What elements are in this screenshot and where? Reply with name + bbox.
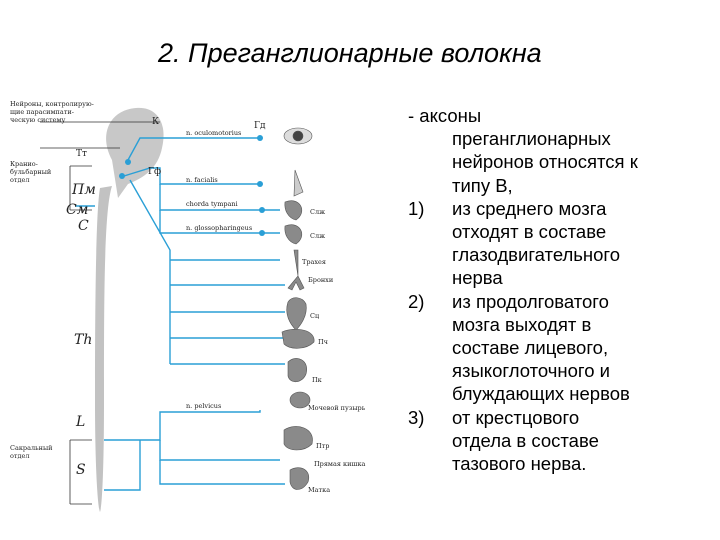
list-item-3: 3) от крестцового [408, 406, 708, 429]
description-text: - аксоны преганглионарных нейронов относ… [408, 104, 708, 475]
pk-label: Пк [312, 376, 322, 384]
bladder-label: Мочевой пузырь [308, 404, 366, 412]
Sm-label: См [66, 202, 88, 218]
neurons-label-1: Нейроны, контролирую- [10, 100, 94, 108]
item-line: тазового нерва. [452, 453, 587, 475]
item-line: от крестцового [452, 406, 580, 428]
sacral-label-2: отдел [10, 452, 30, 460]
nose-organ [293, 169, 304, 197]
chorda-tympani-label: chorda tympani [186, 200, 238, 208]
bronchi-label: Бронхи [308, 276, 333, 284]
item-line: языкоглоточного и [452, 360, 611, 382]
bladder-organ [289, 391, 311, 409]
uterus-organ [289, 467, 310, 490]
uterus-label: Матка [308, 486, 330, 494]
sacral-label-1: Сакральный [10, 444, 52, 452]
Tt-label: Тт [76, 149, 87, 159]
glossopharingeus-label: n. glossopharingeus [186, 224, 252, 232]
trachea-label: Трахея [302, 258, 326, 266]
salivary-gland-2 [284, 224, 303, 245]
item-line: из продолговатого [452, 290, 609, 312]
Gd-label: Гд [254, 121, 266, 131]
list-item-1: 1) из среднего мозга [408, 197, 708, 220]
parasympathetic-diagram: Нейроны, контролирую- щие парасимпати- ч… [0, 100, 400, 520]
item-number: 3) [408, 406, 425, 428]
intestine-organ [283, 426, 313, 451]
pch-label: Пч [318, 338, 328, 346]
Gf-label: Гф [148, 167, 161, 177]
cranio-label-3: отдел [10, 176, 30, 184]
C-label: С [78, 218, 89, 234]
intro-line-4: типу В, [452, 174, 513, 196]
ptr-label: Птр [316, 442, 329, 450]
facialis-label: n. facialis [186, 176, 218, 184]
Pm-label: Пм [71, 182, 96, 198]
cranio-label-2: бульбарный [10, 168, 51, 176]
cranio-label-1: Кранио- [10, 160, 38, 168]
spinal-cord [95, 186, 112, 512]
S-label: S [76, 462, 86, 478]
neurons-label-2: щие парасимпати- [10, 108, 74, 116]
stomach-organ [287, 358, 308, 383]
intro-line-3: нейронов относятся к [452, 151, 638, 173]
L-label: L [75, 414, 85, 430]
neurons-label-3: ческую систему [10, 116, 66, 124]
item-line: из среднего мозга [452, 197, 607, 219]
intro-line-1: - аксоны [408, 105, 482, 126]
item-line: нерва [452, 267, 503, 289]
Th-label: Th [74, 332, 92, 348]
slide-title: 2. Преганглионарные волокна [158, 38, 542, 68]
item-number: 2) [408, 290, 425, 312]
item-line: глазодвигательного [452, 244, 621, 266]
item-line: мозга выходят в [452, 313, 592, 335]
item-line: отдела в составе [452, 429, 599, 451]
slzh-label-1: Слж [310, 208, 325, 216]
sts-label: Сц [310, 312, 319, 320]
item-line: составе лицевого, [452, 337, 609, 359]
item-line: отходят в составе [452, 221, 607, 243]
trachea-organ [287, 249, 305, 291]
pelvicus-label: n. pelvicus [186, 402, 221, 410]
oculomotorius-label: n. oculomotorius [186, 129, 241, 137]
item-number: 1) [408, 197, 425, 219]
salivary-gland-1 [284, 200, 303, 221]
K-label: К [152, 117, 159, 127]
slzh-label-2: Слж [310, 232, 325, 240]
liver-organ [281, 329, 315, 349]
heart-organ [286, 297, 307, 331]
rectum-label: Прямая кишка [314, 460, 366, 468]
intro-line-2: преганглионарных [452, 128, 611, 150]
list-item-2: 2) из продолговатого [408, 290, 708, 313]
item-line: блуждающих нервов [452, 383, 630, 405]
